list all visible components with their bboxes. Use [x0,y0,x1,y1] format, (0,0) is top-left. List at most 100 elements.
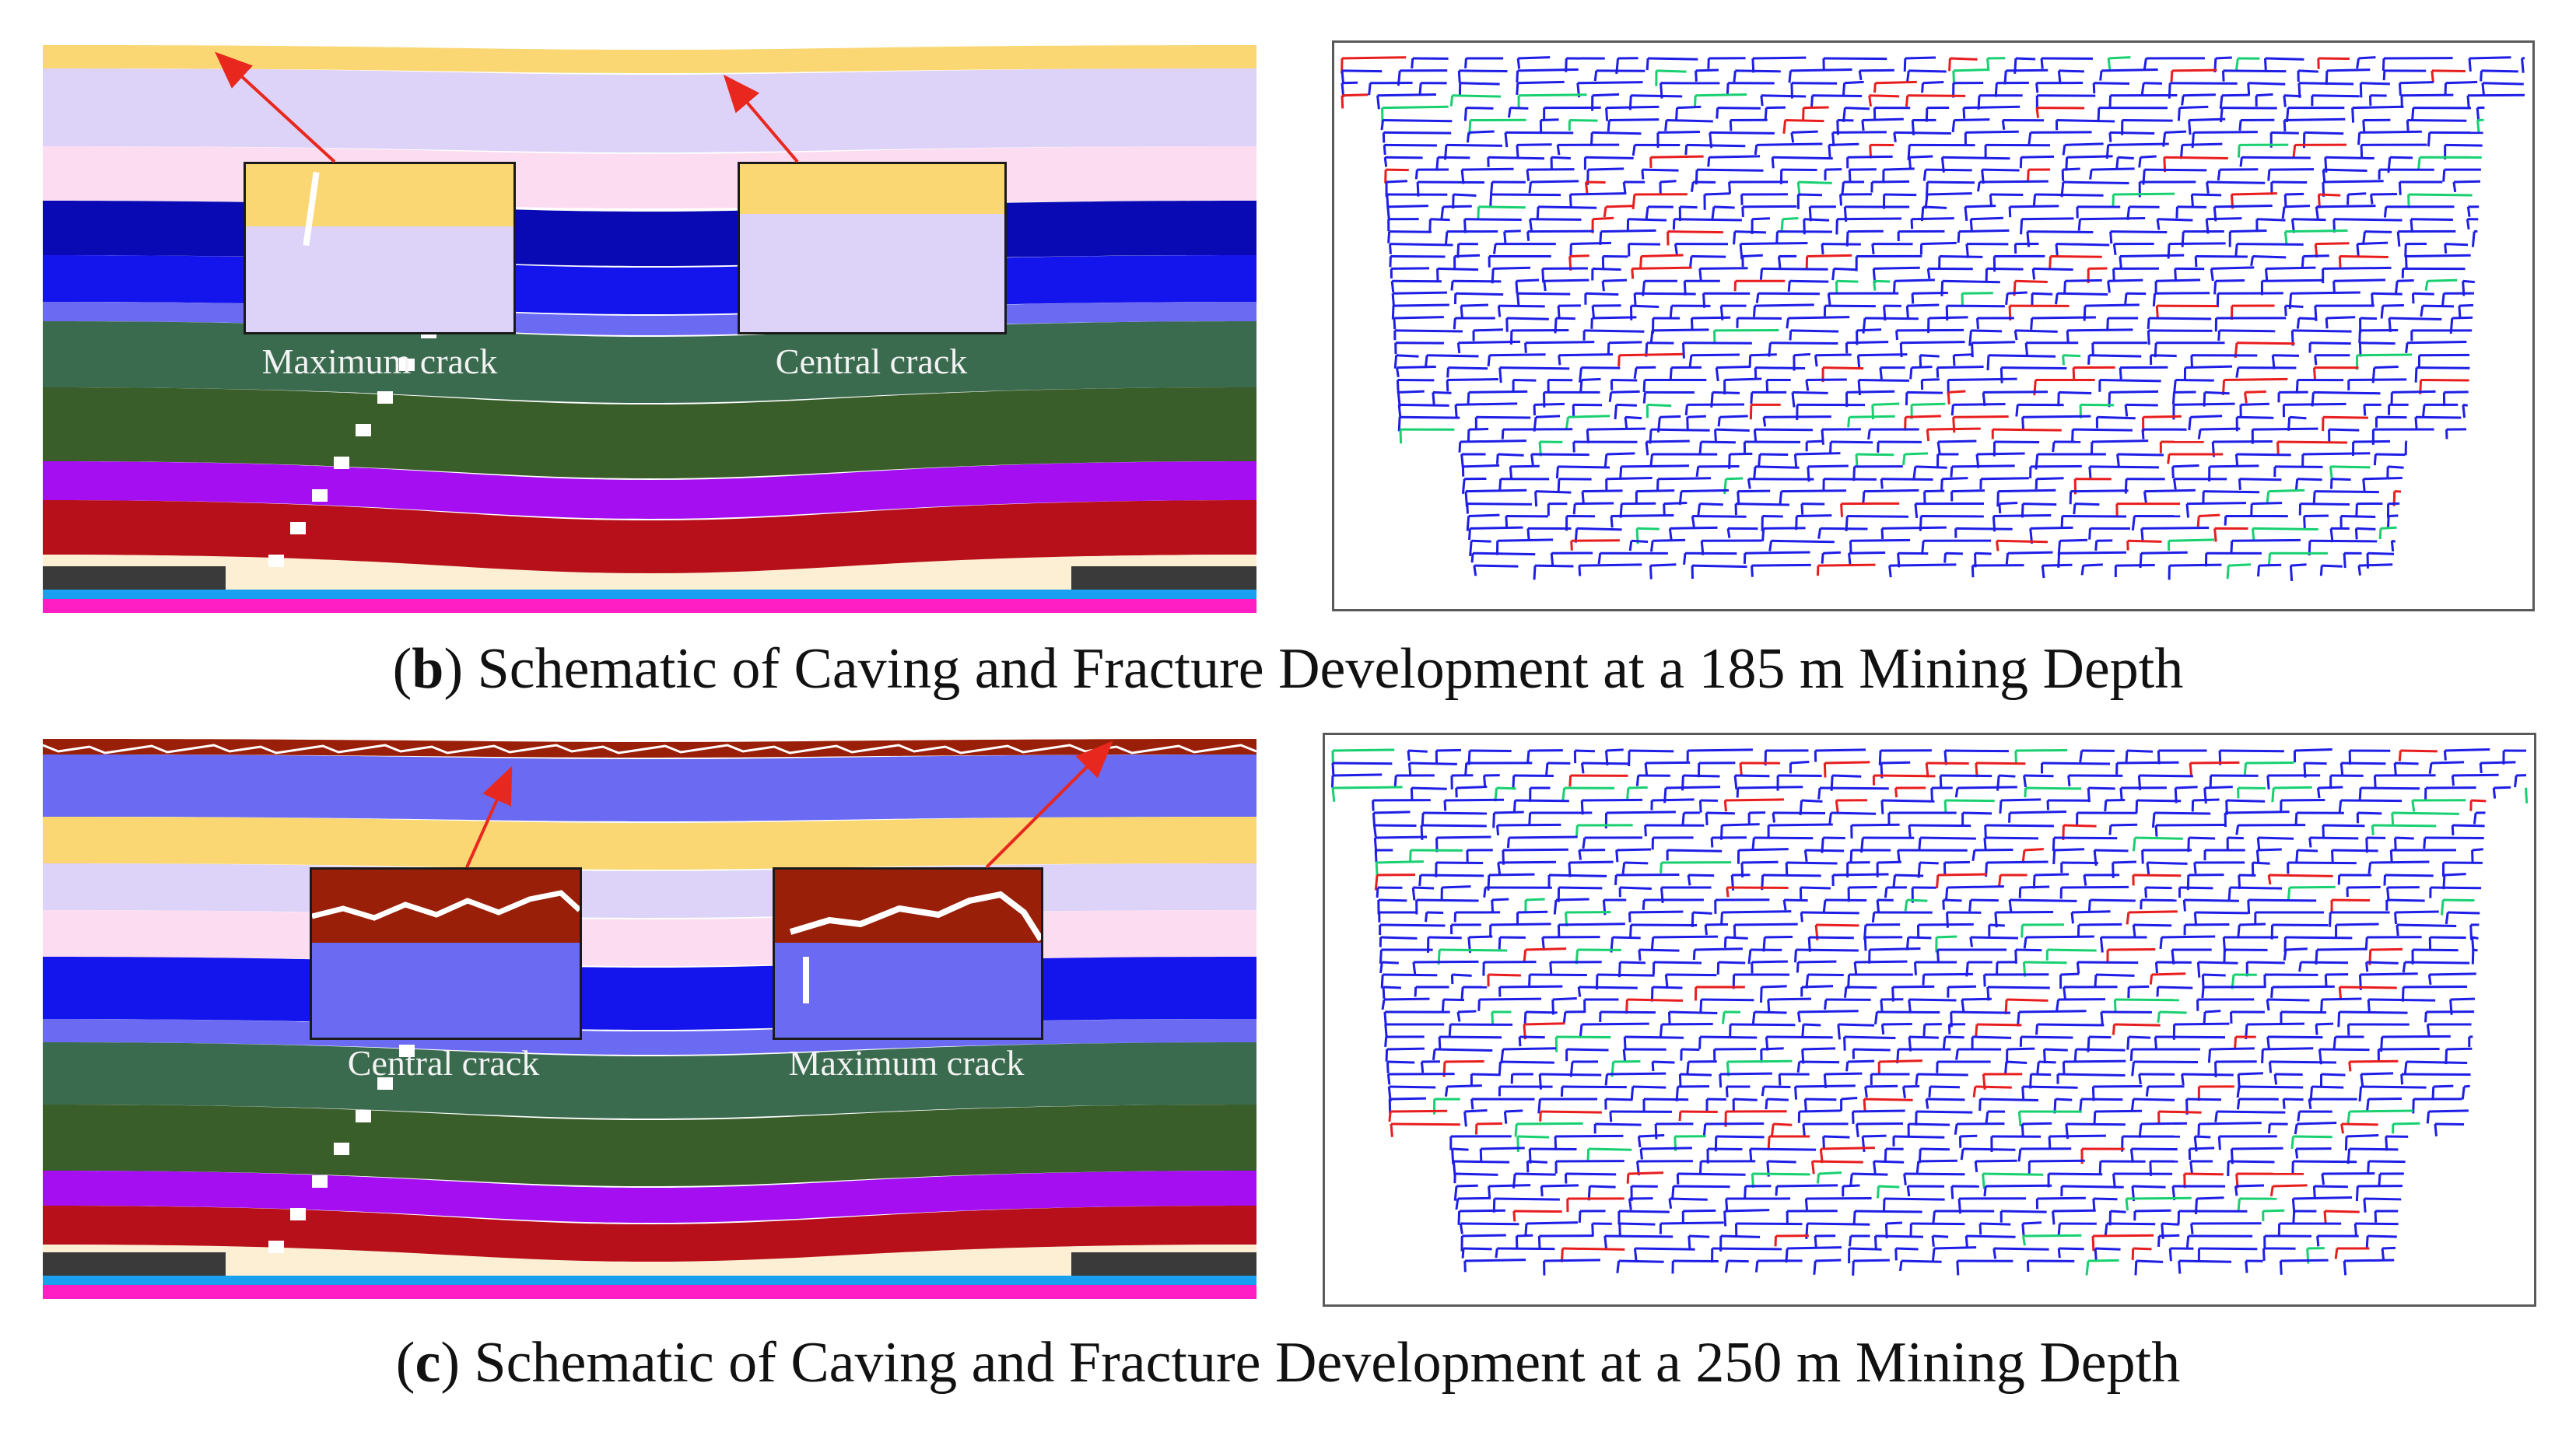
fracture-segment [1420,874,1484,877]
fracture-segment [1855,453,1859,466]
fracture-segment [1535,415,1561,418]
fracture-segment [2185,503,2190,518]
fracture-segment [2010,898,2077,902]
fracture-segment [2080,403,2115,407]
fracture-segment [2126,1196,2192,1200]
fracture-segment [1818,1171,1842,1175]
fracture-segment [2236,341,2295,345]
fracture-segment [2078,923,2122,926]
fracture-segment [2272,923,2329,927]
fracture-segment [2226,565,2230,579]
fracture-segment [1644,762,1649,776]
fracture-segment [1432,390,1452,394]
fracture-segment [2283,120,2287,131]
fracture-segment [1726,477,1744,481]
fracture-segment [1834,267,1858,271]
fracture-segment [2143,415,2182,418]
fracture-segment [1853,1048,1891,1052]
fracture-segment [2308,837,2312,848]
fracture-segment [1566,1048,1609,1052]
fracture-segment [1791,392,1796,408]
fracture-segment [1726,528,1731,538]
fracture-segment [1687,874,1691,886]
fracture-segment [2325,317,2329,329]
fracture-segment [1972,1035,2012,1039]
fracture-segment [2098,1161,2102,1175]
fracture-segment [1775,1185,1779,1196]
fracture-segment [1578,849,1582,860]
fracture-segment [1473,565,1477,576]
fracture-segment [2170,82,2238,85]
fracture-segment [1803,849,1808,862]
fracture-segment [1901,341,1965,345]
fracture-segment [1778,1073,1782,1086]
inset-maximum-crack-b [244,162,516,334]
fracture-segment [1497,305,1502,317]
fracture-segment [2204,390,2230,395]
fracture-segment [2192,193,2222,197]
fracture-segment [1792,390,1828,394]
fracture-segment [1613,1059,1641,1063]
fracture-segment [2329,466,2333,480]
fracture-segment [2143,58,2147,70]
fracture-segment [1393,317,1397,330]
fracture-segment [1880,528,1884,540]
fracture-segment [1386,206,1390,219]
fracture-segment [2213,528,2217,542]
fracture-segment [1909,367,1913,380]
fracture-segment [1847,1059,1875,1063]
fracture-segment [1562,1247,1625,1251]
fracture-segment [1670,526,1718,530]
fracture-segment [1684,145,1688,156]
fracture-segment [2116,453,2120,468]
fracture-segment [1970,936,2019,940]
fracture-segment [1472,551,1536,556]
fracture-segment [1530,1147,1577,1151]
inset-label-b-1: Central crack [775,341,968,381]
fracture-segment [2365,1098,2370,1112]
fracture-segment [1831,811,1877,815]
fracture-segment [2322,824,2365,828]
fracture-segment [2273,1184,2308,1188]
fracture-segment [1614,874,1617,885]
fracture-segment [1589,1185,1616,1189]
fracture-segment [1897,849,1901,862]
fracture-segment [1518,1036,1522,1047]
fracture-segment [1759,453,1789,457]
fracture-segment [1407,762,1412,777]
fracture-segment [2017,1111,2022,1127]
fracture-segment [1375,835,1428,839]
fracture-segment [2332,849,2378,853]
fracture-segment [1955,1049,1959,1060]
fracture-segment [1861,1136,1866,1153]
fracture-segment [1695,93,1747,97]
fracture-segment [1723,478,1727,495]
fracture-segment [1568,194,1572,208]
fracture-segment [1802,1123,1806,1138]
fracture-segment [2385,874,2434,877]
fracture-segment [2318,193,2341,197]
fracture-segment [1638,948,1680,952]
fracture-segment [2062,1061,2066,1073]
fracture-segment [2149,317,2212,320]
fracture-segment [1744,551,1810,555]
fracture-segment [1544,1259,1600,1262]
fracture-segment [2027,230,2094,233]
fracture-segment [2271,131,2299,135]
fracture-segment [1600,1010,1656,1014]
panel-b: Maximum crack Central crack (b) Schemati… [0,0,2576,701]
fracture-segment [2217,330,2221,341]
fracture-segment [1625,787,1630,801]
fracture-segment [1499,985,1563,989]
fracture-segment [1777,256,1782,270]
fracture-segment [2388,317,2442,320]
fracture-segment [1753,429,1758,443]
fracture-segment [2392,390,2436,394]
fracture-segment [2094,541,2098,551]
fracture-segment [1454,254,1481,257]
fracture-segment [1463,1247,1492,1251]
fracture-segment [2322,169,2326,182]
fracture-segment [1607,1072,1667,1076]
fracture-segment [2452,824,2485,828]
fracture-segment [1876,899,1880,913]
